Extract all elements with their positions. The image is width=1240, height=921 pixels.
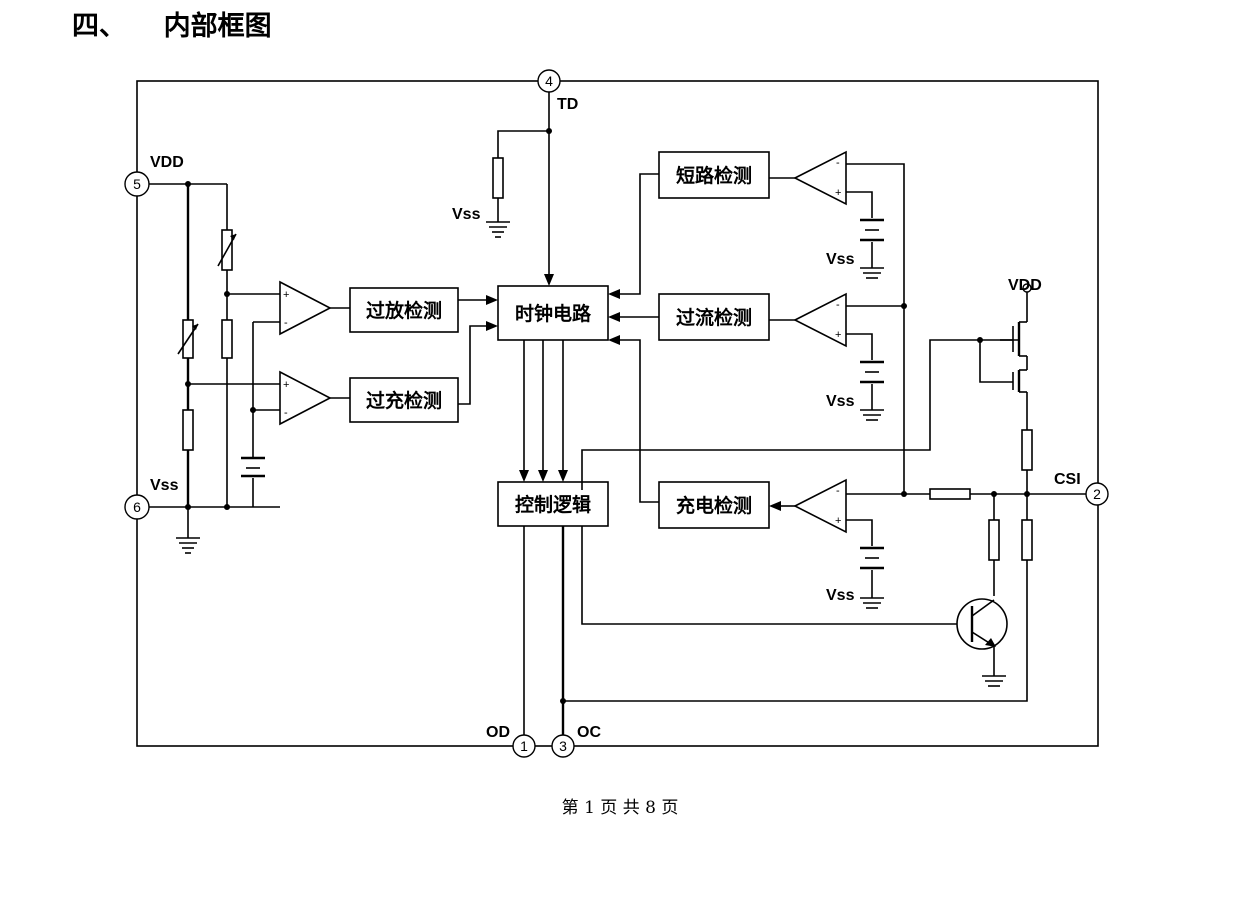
junction-dot [185,381,191,387]
net-label-vss: Vss [452,206,481,223]
svg-text:控制逻辑: 控制逻辑 [515,493,591,516]
svg-text:-: - [836,299,840,311]
ground-icon [982,675,1006,687]
svg-text:4: 4 [545,73,553,89]
pin-6: 6 Vss [124,477,179,520]
junction-dot [560,698,566,704]
block-over-current: 过流检测 [658,293,770,341]
svg-text:CSI: CSI [1054,471,1081,488]
section-heading: 四、 内部框图 [72,11,272,42]
reference-battery [860,546,884,570]
svg-text:时钟电路: 时钟电路 [515,302,592,325]
resistor-base [988,519,1000,561]
block-charge-detect: 充电检测 [658,481,770,529]
svg-text:+: + [835,187,841,199]
pin-1: 1 OD [486,724,536,758]
chip-boundary [136,80,1099,747]
junction-dot [901,303,907,309]
svg-text:5: 5 [133,176,141,192]
ground-icon [860,267,884,279]
pin-3: 3 OC [551,724,601,758]
svg-text:3: 3 [559,738,567,754]
svg-text:-: - [836,157,840,169]
svg-text:TD: TD [557,96,578,113]
variable-resistor-upper [217,229,237,271]
reference-battery [860,218,884,242]
svg-text:+: + [283,379,289,391]
svg-text:-: - [284,317,288,329]
reference-battery-left [241,456,265,478]
resistor-upper-right [221,319,233,359]
junction-dot [250,407,256,413]
net-label-vdd: VDD [1008,277,1042,294]
svg-text:+: + [835,515,841,527]
svg-text:过流检测: 过流检测 [676,306,752,329]
net-label-vss: Vss [826,393,855,410]
pin-4: 4 TD [537,69,578,113]
svg-text:过充检测: 过充检测 [366,389,442,412]
block-over-discharge: 过放检测 [349,287,459,333]
block-short-circuit: 短路检测 [658,151,770,199]
ground-icon [860,409,884,421]
junction-dot [224,504,230,510]
npn-transistor [956,598,1008,676]
resistor-csi-lower [1021,519,1033,561]
resistor-csi-upper [1021,429,1033,471]
net-label-vss: Vss [826,251,855,268]
page-footer: 第 1 页 共 8 页 [561,798,679,818]
junction-dot [185,504,191,510]
junction-dot [901,491,907,497]
junction-dot [224,291,230,297]
svg-text:-: - [836,485,840,497]
ground-icon [860,597,884,609]
svg-text:充电检测: 充电检测 [676,494,752,517]
ground-icon [176,537,200,554]
block-control-logic: 控制逻辑 [497,481,609,527]
svg-text:6: 6 [133,499,141,515]
comparator-over-charge: + - [279,370,332,426]
resistor-lower-left [182,409,194,451]
svg-text:2: 2 [1093,486,1101,502]
svg-text:过放检测: 过放检测 [366,299,442,322]
svg-text:OD: OD [486,724,510,741]
mosfet-pair [977,292,1028,393]
junction-dot [546,128,552,134]
resistor-td [492,157,504,199]
pin-2: 2 CSI [1054,471,1109,506]
svg-text:-: - [284,407,288,419]
pin-5: 5 VDD [124,154,184,197]
comparator-short-circuit: - + [793,150,847,206]
resistor-csi-series [929,488,971,500]
svg-text:1: 1 [520,738,528,754]
comparator-over-current: - + [793,292,847,348]
reference-battery [860,360,884,384]
ground-icon [486,221,510,238]
block-clock: 时钟电路 [497,285,609,341]
net-label-vss: Vss [826,587,855,604]
comparator-over-discharge: + - [279,280,332,336]
svg-text:+: + [283,289,289,301]
block-over-charge: 过充检测 [349,377,459,423]
junction-dot [185,181,191,187]
vdd-terminal [1022,283,1032,293]
svg-text:OC: OC [577,724,601,741]
svg-text:VDD: VDD [150,154,184,171]
svg-text:Vss: Vss [150,477,179,494]
comparator-charge-detect: - + [793,478,847,534]
svg-text:短路检测: 短路检测 [676,164,752,187]
svg-text:+: + [835,329,841,341]
variable-resistor-lower [177,319,199,359]
